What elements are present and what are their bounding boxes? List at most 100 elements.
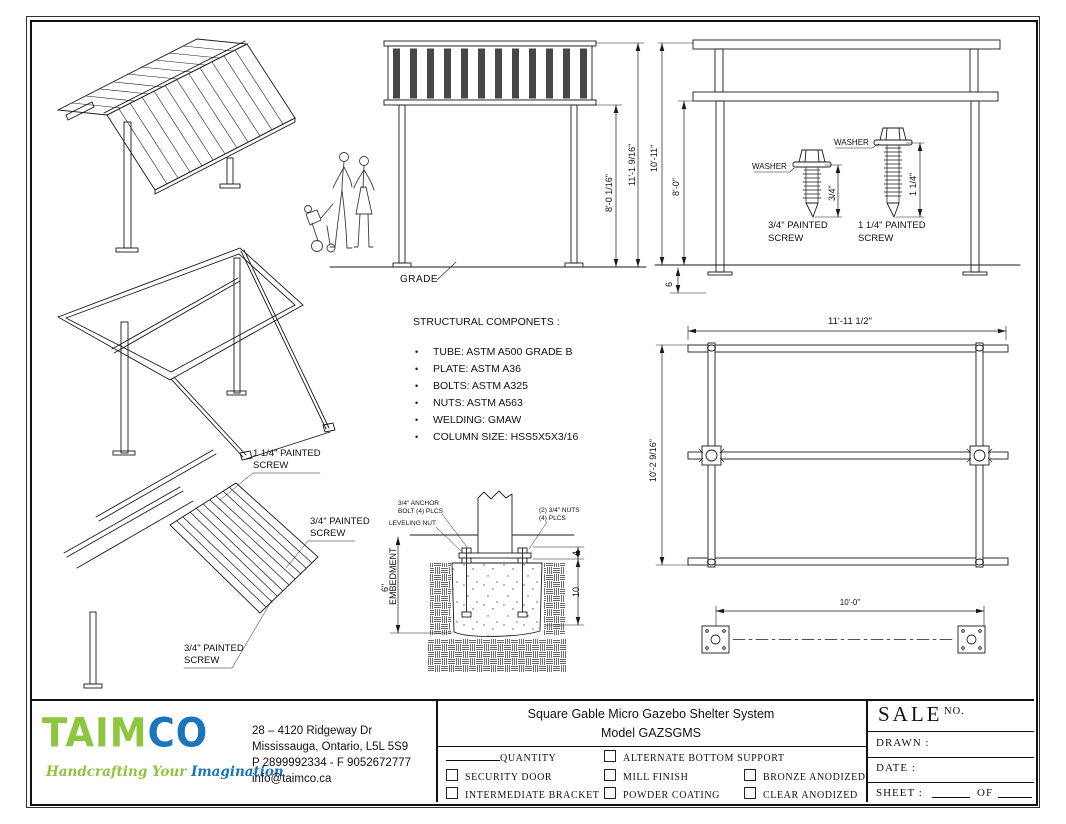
note-item: • TUBE: ASTM A500 GRADE B [413, 344, 668, 361]
option-clear-anodized: CLEAR ANODIZED [744, 787, 858, 801]
short-screw-label: 3/4" PAINTED [768, 220, 828, 231]
panel-callout-right-2: SCREW [310, 528, 346, 539]
option-label: POWDER COATING [623, 790, 721, 801]
tagline-blue: Imagination [191, 764, 284, 780]
panel-callout-bottom: 3/4" PAINTED [184, 643, 244, 654]
note-text: NUTS: ASTM A563 [433, 397, 523, 409]
side-elevation-view [654, 39, 1021, 294]
washer-label-left: WASHER [752, 162, 787, 171]
short-screw-label-2: SCREW [768, 233, 804, 244]
option-label: BRONZE ANODIZED [763, 772, 866, 783]
address-line: Mississauga, Ontario, L5L 5S9 [252, 741, 409, 753]
checkbox-mill-finish[interactable] [604, 769, 616, 781]
pedestrians-figure [304, 152, 375, 253]
bullet-icon: • [415, 415, 419, 425]
sale-label: SALE [878, 702, 943, 726]
panel-callout-top-2: SCREW [253, 460, 289, 471]
sale-no-label: NO. [944, 706, 965, 717]
tagline-green: Handcrafting Your [46, 764, 192, 780]
option-security-door: SECURITY DOOR [446, 769, 552, 783]
sale-row-rule-1 [867, 731, 1034, 732]
note-item: • BOLTS: ASTM A325 [413, 378, 668, 395]
sheet-total-blank[interactable] [998, 797, 1032, 798]
foundation-detail-view [389, 490, 585, 672]
note-text: PLATE: ASTM A36 [433, 363, 521, 375]
quantity-field: QUANTITY [446, 751, 556, 764]
bullet-icon: • [415, 364, 419, 374]
option-label: ALTERNATE BOTTOM SUPPORT [623, 753, 785, 764]
option-mill-finish: MILL FINISH [604, 769, 688, 783]
iso-frame-view [56, 247, 336, 461]
option-label: MILL FINISH [623, 772, 689, 783]
address-line: P 2899992334 - F 9052672777 [252, 757, 412, 769]
plan-view [655, 325, 1009, 568]
leveling-nut-label: LEVELING NUT [389, 520, 436, 527]
sheet-border-outer [26, 16, 1040, 808]
bullet-icon: • [415, 398, 419, 408]
sheet-number-blank[interactable] [932, 797, 970, 798]
sale-row-rule-3 [867, 782, 1034, 783]
option-bronze-anodized: BRONZE ANODIZED [744, 769, 866, 783]
sale-row-rule-2 [867, 757, 1034, 758]
titleblock-divider-1 [436, 700, 438, 802]
nuts-label: (2) 3/4" NUTS [539, 507, 580, 514]
titleblock-top-rule [30, 699, 1034, 701]
option-alternate-bottom-support: ALTERNATE BOTTOM SUPPORT [604, 750, 785, 764]
bullet-icon: • [415, 432, 419, 442]
sheet-label: SHEET : [876, 787, 923, 799]
note-item: • PLATE: ASTM A36 [413, 361, 668, 378]
anchor-bolt-label-2: BOLT (4) PLCS [398, 508, 443, 515]
washer-label-right: WASHER [834, 138, 869, 147]
note-text: COLUMN SIZE: HSS5X5X3/16 [433, 431, 579, 443]
note-item: • COLUMN SIZE: HSS5X5X3/16 [413, 429, 668, 446]
panel-callout-top: 1 1/4" PAINTED [253, 448, 321, 459]
structural-notes-title: STRUCTURAL COMPONETS : [413, 316, 560, 328]
long-screw-label: 1 1/4" PAINTED [858, 220, 926, 231]
option-label: INTERMEDIATE BRACKET [465, 790, 600, 801]
logo-tagline: Handcrafting Your Imagination [46, 764, 284, 780]
titleblock-divider-2 [866, 700, 868, 802]
note-item: • WELDING: GMAW [413, 412, 668, 429]
company-address: 28 – 4120 Ridgeway Dr Mississauga, Ontar… [252, 723, 411, 787]
taimco-logo: TAIMCO [42, 710, 208, 756]
note-text: BOLTS: ASTM A325 [433, 380, 528, 392]
address-line: info@taimco.ca [252, 773, 332, 785]
quantity-input-blank[interactable] [446, 751, 500, 761]
grade-label: GRADE [400, 274, 439, 285]
screw-details-view [753, 127, 925, 219]
address-line: 28 – 4120 Ridgeway Dr [252, 725, 373, 737]
quantity-label: QUANTITY [500, 753, 557, 764]
base-plate-layout-view [701, 605, 986, 654]
option-intermediate-bracket: INTERMEDIATE BRACKET [446, 787, 600, 801]
product-title: Square Gable Micro Gazebo Shelter System [527, 707, 775, 721]
panel-callout-bottom-2: SCREW [184, 655, 220, 666]
iso-shelter-view [56, 38, 296, 253]
option-label: CLEAR ANODIZED [763, 790, 858, 801]
dim-base-spacing: 10'-0" [839, 598, 861, 607]
note-item: • NUTS: ASTM A563 [413, 395, 668, 412]
checkbox-clear-anodized[interactable] [744, 787, 756, 799]
option-powder-coating: POWDER COATING [604, 787, 720, 801]
checkbox-alternate-bottom-support[interactable] [604, 750, 616, 762]
note-text: WELDING: GMAW [433, 414, 522, 426]
bullet-icon: • [415, 347, 419, 357]
logo-text-green: TAIM [42, 710, 148, 757]
note-text: TUBE: ASTM A500 GRADE B [433, 346, 573, 358]
checkbox-powder-coating[interactable] [604, 787, 616, 799]
drawn-label: DRAWN : [876, 737, 930, 749]
checkbox-intermediate-bracket[interactable] [446, 787, 458, 799]
nuts-label-2: (4) PLCS [539, 515, 566, 522]
titleblock-mid-rule [436, 746, 867, 748]
checkbox-security-door[interactable] [446, 769, 458, 781]
product-model: Model GAZSGMS [600, 726, 702, 740]
checkbox-bronze-anodized[interactable] [744, 769, 756, 781]
sheet-border-inner [30, 20, 1038, 806]
long-screw-label-2: SCREW [858, 233, 894, 244]
anchor-bolt-label: 3/4" ANCHOR [398, 500, 439, 507]
bullet-icon: • [415, 381, 419, 391]
of-label: OF [977, 787, 994, 799]
panel-callout-right: 3/4" PAINTED [310, 516, 370, 527]
front-elevation-view [304, 40, 647, 281]
